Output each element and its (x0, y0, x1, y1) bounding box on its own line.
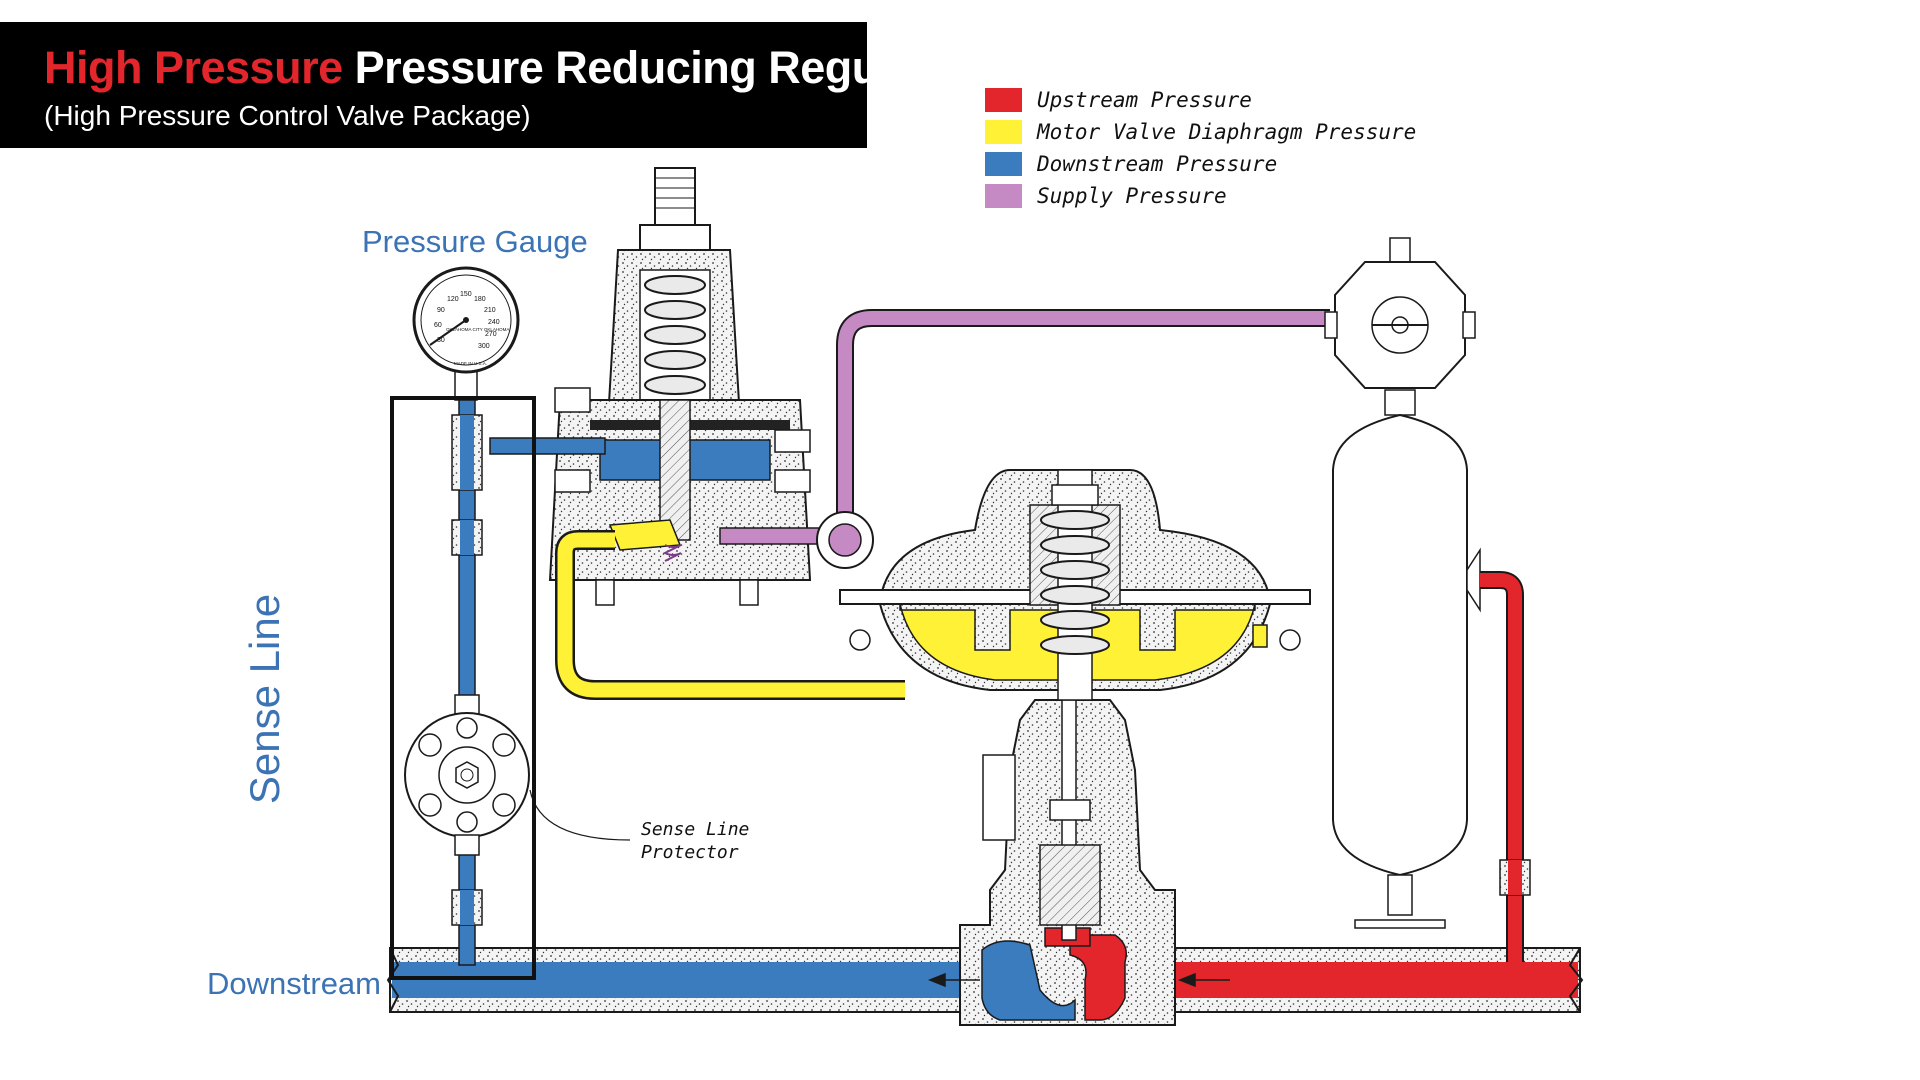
gauge-brand: OKLAHOMA CITY OKLAHOMA (446, 327, 509, 332)
diagram-title: High Pressure Pressure Reducing Regulato… (44, 42, 974, 94)
diaphragm-pressure-line (555, 530, 905, 700)
gauge-tick: 30 (437, 337, 445, 344)
legend-item-upstream: Upstream Pressure (985, 84, 1416, 116)
legend-item-downstream: Downstream Pressure (985, 148, 1416, 180)
gauge-tick: 180 (474, 296, 486, 303)
gauge-tick: 120 (447, 296, 459, 303)
legend-swatch-supply (985, 184, 1022, 208)
title-banner: High Pressure Pressure Reducing Regulato… (0, 22, 974, 148)
pressure-gauge: 30 60 90 120 150 180 210 240 270 300 OKL… (412, 266, 520, 401)
sense-line-protector (404, 694, 631, 856)
title-highlight: High Pressure (44, 42, 343, 93)
sense-line-protector-line1: Sense Line (641, 819, 750, 840)
gauge-made-in: MADE IN U.S.A. (454, 361, 487, 366)
gauge-tick: 210 (484, 307, 496, 314)
legend-label: Downstream Pressure (1037, 152, 1278, 176)
gauge-tick: 300 (478, 343, 490, 350)
legend-item-diaphragm: Motor Valve Diaphragm Pressure (985, 116, 1416, 148)
gauge-tick: 60 (434, 322, 442, 329)
legend: Upstream Pressure Motor Valve Diaphragm … (985, 84, 1416, 212)
sense-line-label: Sense Line (241, 593, 288, 805)
pressure-gauge-label: Pressure Gauge (362, 224, 588, 259)
sense-line-protector-label: Sense Line Protector (641, 818, 749, 864)
pilot-regulator (548, 167, 821, 606)
diagram-subtitle: (High Pressure Control Valve Package) (44, 100, 531, 131)
legend-swatch-diaphragm (985, 120, 1022, 144)
title-main: Pressure Reducing Regulator (342, 42, 975, 93)
supply-line (816, 309, 1330, 569)
gauge-tick: 240 (488, 319, 500, 326)
sense-line-box (390, 396, 536, 980)
sense-line-protector-line2: Protector (641, 842, 739, 863)
legend-label: Supply Pressure (1037, 184, 1227, 208)
legend-label: Motor Valve Diaphragm Pressure (1037, 120, 1417, 144)
legend-item-supply: Supply Pressure (985, 180, 1416, 212)
motor-valve-actuator (839, 469, 1311, 701)
gauge-tick: 270 (485, 331, 497, 338)
upstream-supply-line (1480, 571, 1531, 962)
legend-swatch-downstream (985, 152, 1022, 176)
flow-arrows (927, 972, 1230, 988)
legend-label: Upstream Pressure (1037, 88, 1252, 112)
downstream-label: Downstream (207, 966, 381, 1001)
gauge-tick: 90 (437, 307, 445, 314)
supply-scrubber (1324, 237, 1481, 929)
legend-swatch-upstream (985, 88, 1022, 112)
gauge-tick: 150 (460, 291, 472, 298)
motor-valve-body (959, 699, 1176, 1026)
